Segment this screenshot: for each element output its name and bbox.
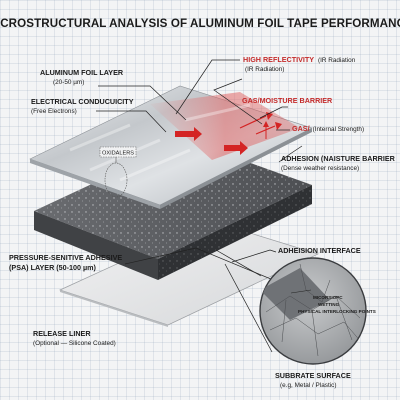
adhesion-note: (Dense weather resistance) xyxy=(281,165,359,172)
substrate-note: (e.g, Metal / Plastic) xyxy=(280,382,336,389)
gas-title: GAS/ xyxy=(292,124,310,133)
leader-lines xyxy=(96,59,303,353)
gas-note: (Internal Strength) xyxy=(313,126,365,133)
micro-label-1: MICORSIOPC xyxy=(313,295,343,300)
aluminum-foil-layer xyxy=(29,85,313,209)
release-liner-note: (Optional — Silicone Coated) xyxy=(33,340,116,347)
reflect-arrow-icon xyxy=(239,115,267,129)
heat-arrow-icon xyxy=(224,141,248,155)
heat-reflection-zone xyxy=(150,92,300,160)
reflectivity-label: HIGH REFLECTIVITY (IR Radiation xyxy=(243,55,356,64)
release-liner-label: RELEASE LINER xyxy=(33,329,91,338)
heat-arrow-icon xyxy=(175,127,202,141)
reflectivity-title: HIGH REFLECTIVITY xyxy=(243,55,314,64)
conductivity-label: ELECTRICAL CONDUCUICITY xyxy=(31,97,134,106)
page-title: MICROSTRUCTURAL ANALYSIS OF ALUMINUM FOI… xyxy=(0,17,400,30)
foil-layer-label: ALUMINUM FOIL LAYER xyxy=(40,68,124,77)
gas-label: GAS/ (Internal Strength) xyxy=(292,124,364,133)
adhesion-label: ADHESION (NAISTURE BARRIER xyxy=(281,154,396,163)
free-electrons-note: (Free Electrons) xyxy=(31,108,77,115)
oxides-label: OXIDALERS xyxy=(102,150,134,156)
interface-label: ADHEISION INTERFACE xyxy=(278,246,361,255)
gas-barrier-label: GAS/MOISTURE BARRIER xyxy=(242,96,333,105)
psa-label-line-1: PRESSURE-SENITIVE ADHESIVE xyxy=(9,253,122,262)
psa-label-line-2: (PSA) LAYER (50-100 µm) xyxy=(9,263,97,272)
micro-label-2: WETTING xyxy=(318,302,340,307)
substrate-label: SUBBRATE SURFACE xyxy=(275,371,351,380)
oxide-callout: OXIDALERS xyxy=(99,146,137,198)
reflectivity-note-2: (IR Radiation) xyxy=(245,66,284,73)
interface-magnifier: MICORSIOPC WETTING PHYSICAL INTERLOCKING… xyxy=(259,257,376,365)
micro-label-3: PHYSICAL INTERLOCKING POINTS xyxy=(298,309,376,314)
reflectivity-note-1: (IR Radiation xyxy=(318,57,356,64)
foil-thickness: (20-50 µm) xyxy=(53,79,84,86)
reflectivity-arrows xyxy=(175,112,282,155)
